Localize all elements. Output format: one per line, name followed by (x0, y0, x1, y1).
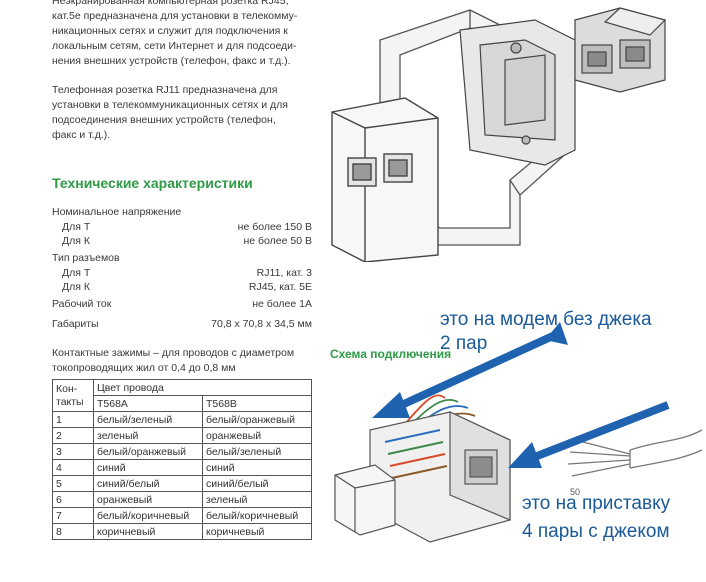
text-line: подсоединения внешних устройств (телефон… (52, 114, 276, 126)
settop-note: это на приставку 4 пары с джеком (522, 490, 670, 546)
voltage-k-value: не более 50 В (243, 235, 312, 247)
size-label: Габариты (52, 318, 99, 330)
modem-note-line: 2 пар (440, 333, 488, 354)
socket-illustration (331, 7, 667, 262)
table-cell: белый/зеленый (93, 411, 203, 428)
contacts-header: Кон- такты (52, 379, 94, 412)
scheme-title: Схема подключения (330, 347, 452, 361)
table-row: 8 коричневый коричневый (52, 523, 312, 540)
table-cell: оранжевый (93, 491, 203, 508)
connector-k-label: Для К (62, 281, 90, 293)
table-row: 2 зеленый оранжевый (52, 427, 312, 444)
table-cell: зеленый (93, 427, 203, 444)
text-line: нения внешних устройств (телефон, факс и… (52, 55, 291, 67)
voltage-t-value: не более 150 В (237, 221, 312, 233)
table-cell: белый/оранжевый (93, 443, 203, 460)
specs-heading: Технические характеристики (52, 175, 253, 191)
voltage-k-label: Для К (62, 235, 90, 247)
jack-cap (334, 464, 396, 536)
voltage-label: Номинальное напряжение (52, 206, 182, 218)
text-line: установки в телекоммуникационных сетях и… (52, 99, 288, 111)
col-a-header: Т568А (93, 395, 203, 412)
text-line: факс и т.д.). (52, 129, 111, 141)
arrow-to-modem (372, 322, 568, 418)
connector-t-value: RJ11, кат. 3 (256, 267, 312, 279)
settop-note-line: 4 пары с джеком (522, 521, 670, 542)
wiring-table: Кон- такты Цвет провода Т568А Т568В 1 бе… (52, 379, 312, 540)
table-cell: зеленый (202, 491, 312, 508)
text-line: Неэкранированная компьютерная розетка RJ… (52, 0, 289, 7)
text-line: никационных сетях и служит для подключен… (52, 25, 288, 37)
jack-wiring-illustration: 50 (334, 394, 703, 543)
text-line: Телефонная розетка RJ11 предназначена дл… (52, 84, 278, 96)
arrow-to-settop (508, 401, 670, 468)
network-cable (567, 429, 703, 477)
rj45-description: Неэкранированная компьютерная розетка RJ… (52, 0, 297, 69)
text-line: локальным сетям, сети Интернет и для под… (52, 40, 297, 52)
socket-cover-plate (331, 97, 439, 262)
text-line: кат.5е предназначена для установки в тел… (52, 10, 298, 22)
table-cell: коричневый (202, 523, 312, 540)
current-label: Рабочий ток (52, 298, 112, 310)
rj11-description: Телефонная розетка RJ11 предназначена дл… (52, 83, 288, 143)
socket-mechanism (459, 19, 576, 166)
current-value: не более 1А (252, 298, 312, 310)
modem-note-line: это на модем без джека (440, 309, 652, 330)
table-cell: коричневый (93, 523, 203, 540)
contacts-header-line: Кон- (56, 382, 78, 395)
table-row: 4 синий синий (52, 459, 312, 476)
clamps-note: Контактные зажимы – для проводов с диаме… (52, 346, 294, 376)
table-cell: оранжевый (202, 427, 312, 444)
text-line: токопроводящих жил от 0,4 до 0,8 мм (52, 362, 236, 374)
jack-modules (574, 7, 667, 93)
table-row: 6 оранжевый зеленый (52, 491, 312, 508)
connector-k-value: RJ45, кат. 5E (248, 281, 312, 293)
contacts-header-line: такты (56, 395, 84, 408)
table-row: 3 белый/оранжевый белый/зеленый (52, 443, 312, 460)
connector-label: Тип разъемов (52, 252, 120, 264)
modem-note: это на модем без джека 2 пар (440, 308, 652, 356)
text-line: Контактные зажимы – для проводов с диаме… (52, 347, 295, 359)
voltage-t-label: Для Т (62, 221, 91, 233)
cable-marking: 50 (570, 487, 580, 497)
keystone-jack (369, 411, 511, 543)
size-value: 70,8 х 70,8 х 34,5 мм (211, 318, 312, 330)
connector-t-label: Для Т (62, 267, 91, 279)
table-cell: синий (202, 459, 312, 476)
settop-note-line: это на приставку (522, 493, 671, 514)
